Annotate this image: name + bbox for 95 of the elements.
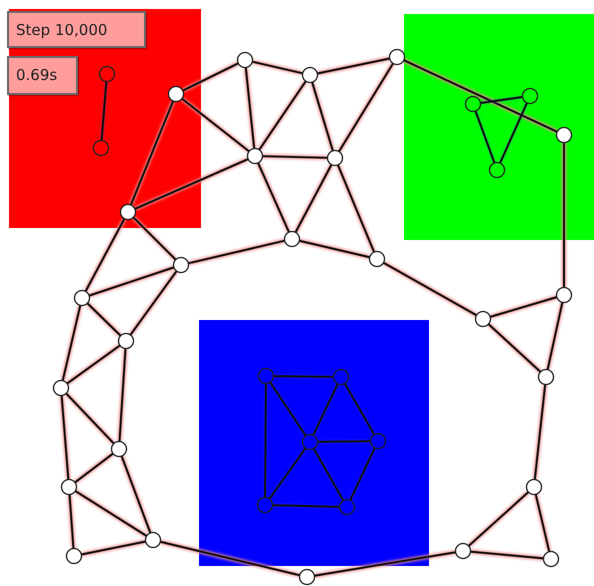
particle-circle — [98, 66, 116, 82]
link-line — [470, 550, 544, 560]
particle-circle — [526, 478, 542, 496]
link-line — [499, 102, 528, 164]
link-line — [317, 440, 371, 443]
link-line — [468, 491, 530, 547]
particle-circle — [60, 478, 78, 496]
link-line — [311, 82, 334, 152]
particle-circle — [488, 162, 506, 178]
link-line — [244, 67, 256, 149]
link-line — [257, 162, 290, 233]
link-line — [264, 384, 267, 498]
link-line — [60, 395, 70, 480]
link-line — [269, 382, 307, 436]
particle-circle — [388, 48, 406, 66]
link-line — [181, 98, 250, 152]
link-line — [268, 448, 306, 500]
particle-circle — [368, 250, 386, 268]
particle-circle — [302, 434, 318, 450]
counter-box: 0.69s — [7, 56, 78, 95]
link-line — [312, 448, 344, 501]
particle-circle — [474, 310, 492, 328]
link-line — [258, 80, 307, 150]
link-line — [546, 302, 564, 370]
particle-circle — [258, 368, 274, 384]
link-line — [100, 81, 108, 141]
link-line — [182, 62, 239, 92]
link-line — [273, 375, 334, 378]
link-line — [160, 540, 300, 576]
particle-circle — [144, 532, 162, 548]
link-line — [294, 164, 332, 233]
particle-circle — [110, 440, 128, 458]
particle-circle — [538, 368, 554, 386]
link-line — [81, 540, 146, 556]
link-line — [488, 323, 542, 373]
particle-circle — [298, 568, 316, 586]
link-line — [130, 270, 178, 336]
link-line — [344, 383, 376, 435]
particle-circle — [542, 550, 560, 568]
particle-circle — [338, 498, 356, 516]
particle-circle — [522, 88, 538, 104]
link-line — [134, 158, 249, 210]
counter-box: Step 10,000 — [7, 11, 146, 48]
link-line — [86, 302, 122, 336]
particle-circle — [236, 52, 254, 68]
link-line — [62, 305, 82, 381]
link-line — [534, 494, 550, 552]
link-line — [120, 456, 152, 534]
particle-circle — [52, 380, 70, 396]
particle-circle — [256, 496, 274, 514]
particle-circle — [302, 66, 318, 84]
link-line — [383, 262, 477, 316]
link-line — [130, 100, 174, 206]
link-line — [262, 155, 328, 159]
link-line — [563, 142, 565, 288]
link-line — [66, 344, 120, 384]
link-line — [299, 240, 370, 258]
particle-circle — [370, 432, 386, 450]
link-line — [68, 494, 74, 549]
particle-circle — [556, 286, 572, 304]
link-line — [74, 452, 114, 484]
link-line — [84, 218, 126, 292]
link-line — [317, 58, 390, 74]
link-line — [312, 383, 339, 436]
link-line — [65, 392, 115, 444]
link-line — [118, 348, 127, 442]
link-line — [403, 59, 558, 133]
particle-circle — [120, 204, 136, 220]
link-line — [252, 60, 303, 74]
particle-circle — [464, 96, 482, 112]
particle-circle — [168, 86, 184, 102]
particle-circle — [284, 230, 300, 248]
particle-circle — [92, 140, 110, 156]
link-line — [272, 504, 340, 508]
particle-circle — [172, 256, 190, 274]
particle-circle — [556, 126, 572, 144]
particle-circle — [74, 290, 90, 306]
link-line — [349, 447, 376, 501]
link-line — [480, 96, 523, 104]
particle-circle — [246, 148, 264, 164]
particle-circle — [66, 548, 82, 564]
link-line — [336, 164, 376, 252]
link-line — [88, 266, 174, 297]
link-line — [74, 490, 148, 537]
particle-circle — [118, 332, 134, 350]
link-line — [338, 62, 394, 152]
link-line — [314, 551, 456, 577]
particle-circle — [326, 150, 344, 166]
link-line — [132, 216, 176, 260]
link-line — [188, 240, 285, 264]
particle-circle — [454, 542, 472, 560]
particle-circle — [332, 368, 350, 386]
link-line — [490, 296, 558, 318]
link-line — [534, 384, 546, 480]
link-line — [474, 110, 496, 164]
